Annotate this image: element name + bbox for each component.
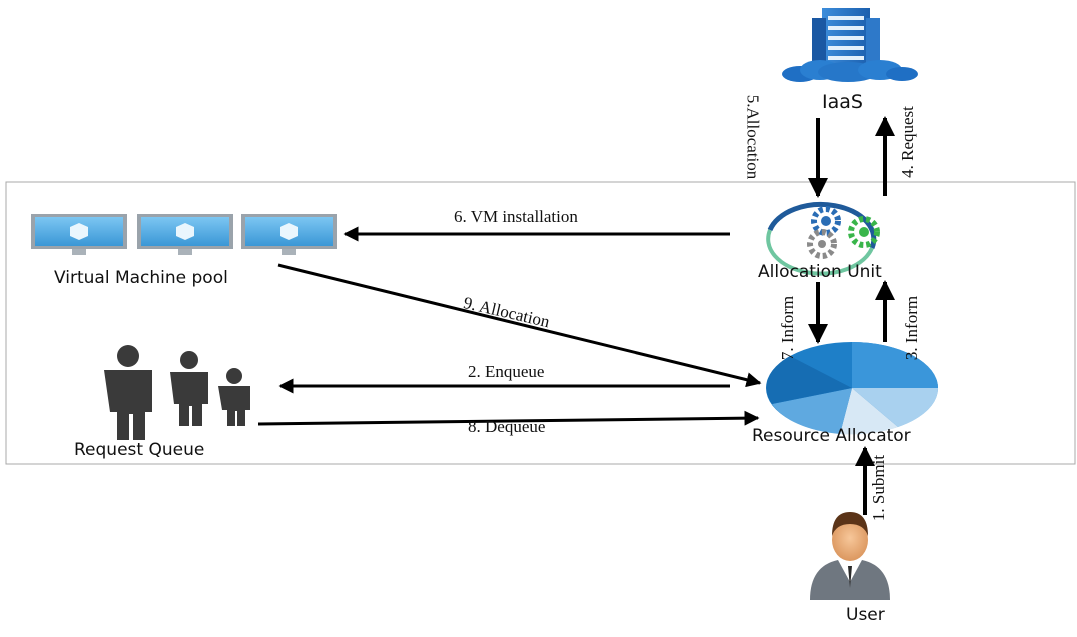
inform-3-label: 3. Inform	[902, 295, 922, 361]
inform-7-label: 7. Inform	[778, 295, 798, 361]
submit-1-label: 1. Submit	[869, 454, 889, 522]
gears-icon	[766, 201, 880, 276]
request-4-label: 4. Request	[897, 106, 917, 178]
request-queue-label: Request Queue	[74, 440, 205, 460]
server-cloud-icon	[782, 8, 918, 82]
people-icon	[104, 345, 250, 440]
vm-pool-label: Virtual Machine pool	[54, 268, 228, 288]
allocation-unit-label: Allocation Unit	[758, 262, 882, 282]
edge-allocation-9	[277, 263, 762, 388]
user-avatar-icon	[810, 512, 890, 600]
monitor-cube-icon	[137, 214, 233, 255]
user-label: User	[846, 605, 885, 625]
resource-allocator-label: Resource Allocator	[752, 426, 911, 446]
monitor-cube-icon	[241, 214, 337, 255]
system-boundary	[5, 181, 1076, 465]
monitor-cube-icon	[31, 214, 127, 255]
iaas-label: IaaS	[822, 91, 863, 113]
dequeue-label: 8. Dequeue	[468, 417, 546, 436]
enqueue-label: 2. Enqueue	[468, 362, 545, 381]
allocation-5-label: 5.Allocation	[743, 94, 763, 180]
edge-dequeue-8	[257, 410, 760, 426]
pie-icon	[766, 342, 939, 435]
vm-installation-label: 6. VM installation	[454, 207, 578, 226]
